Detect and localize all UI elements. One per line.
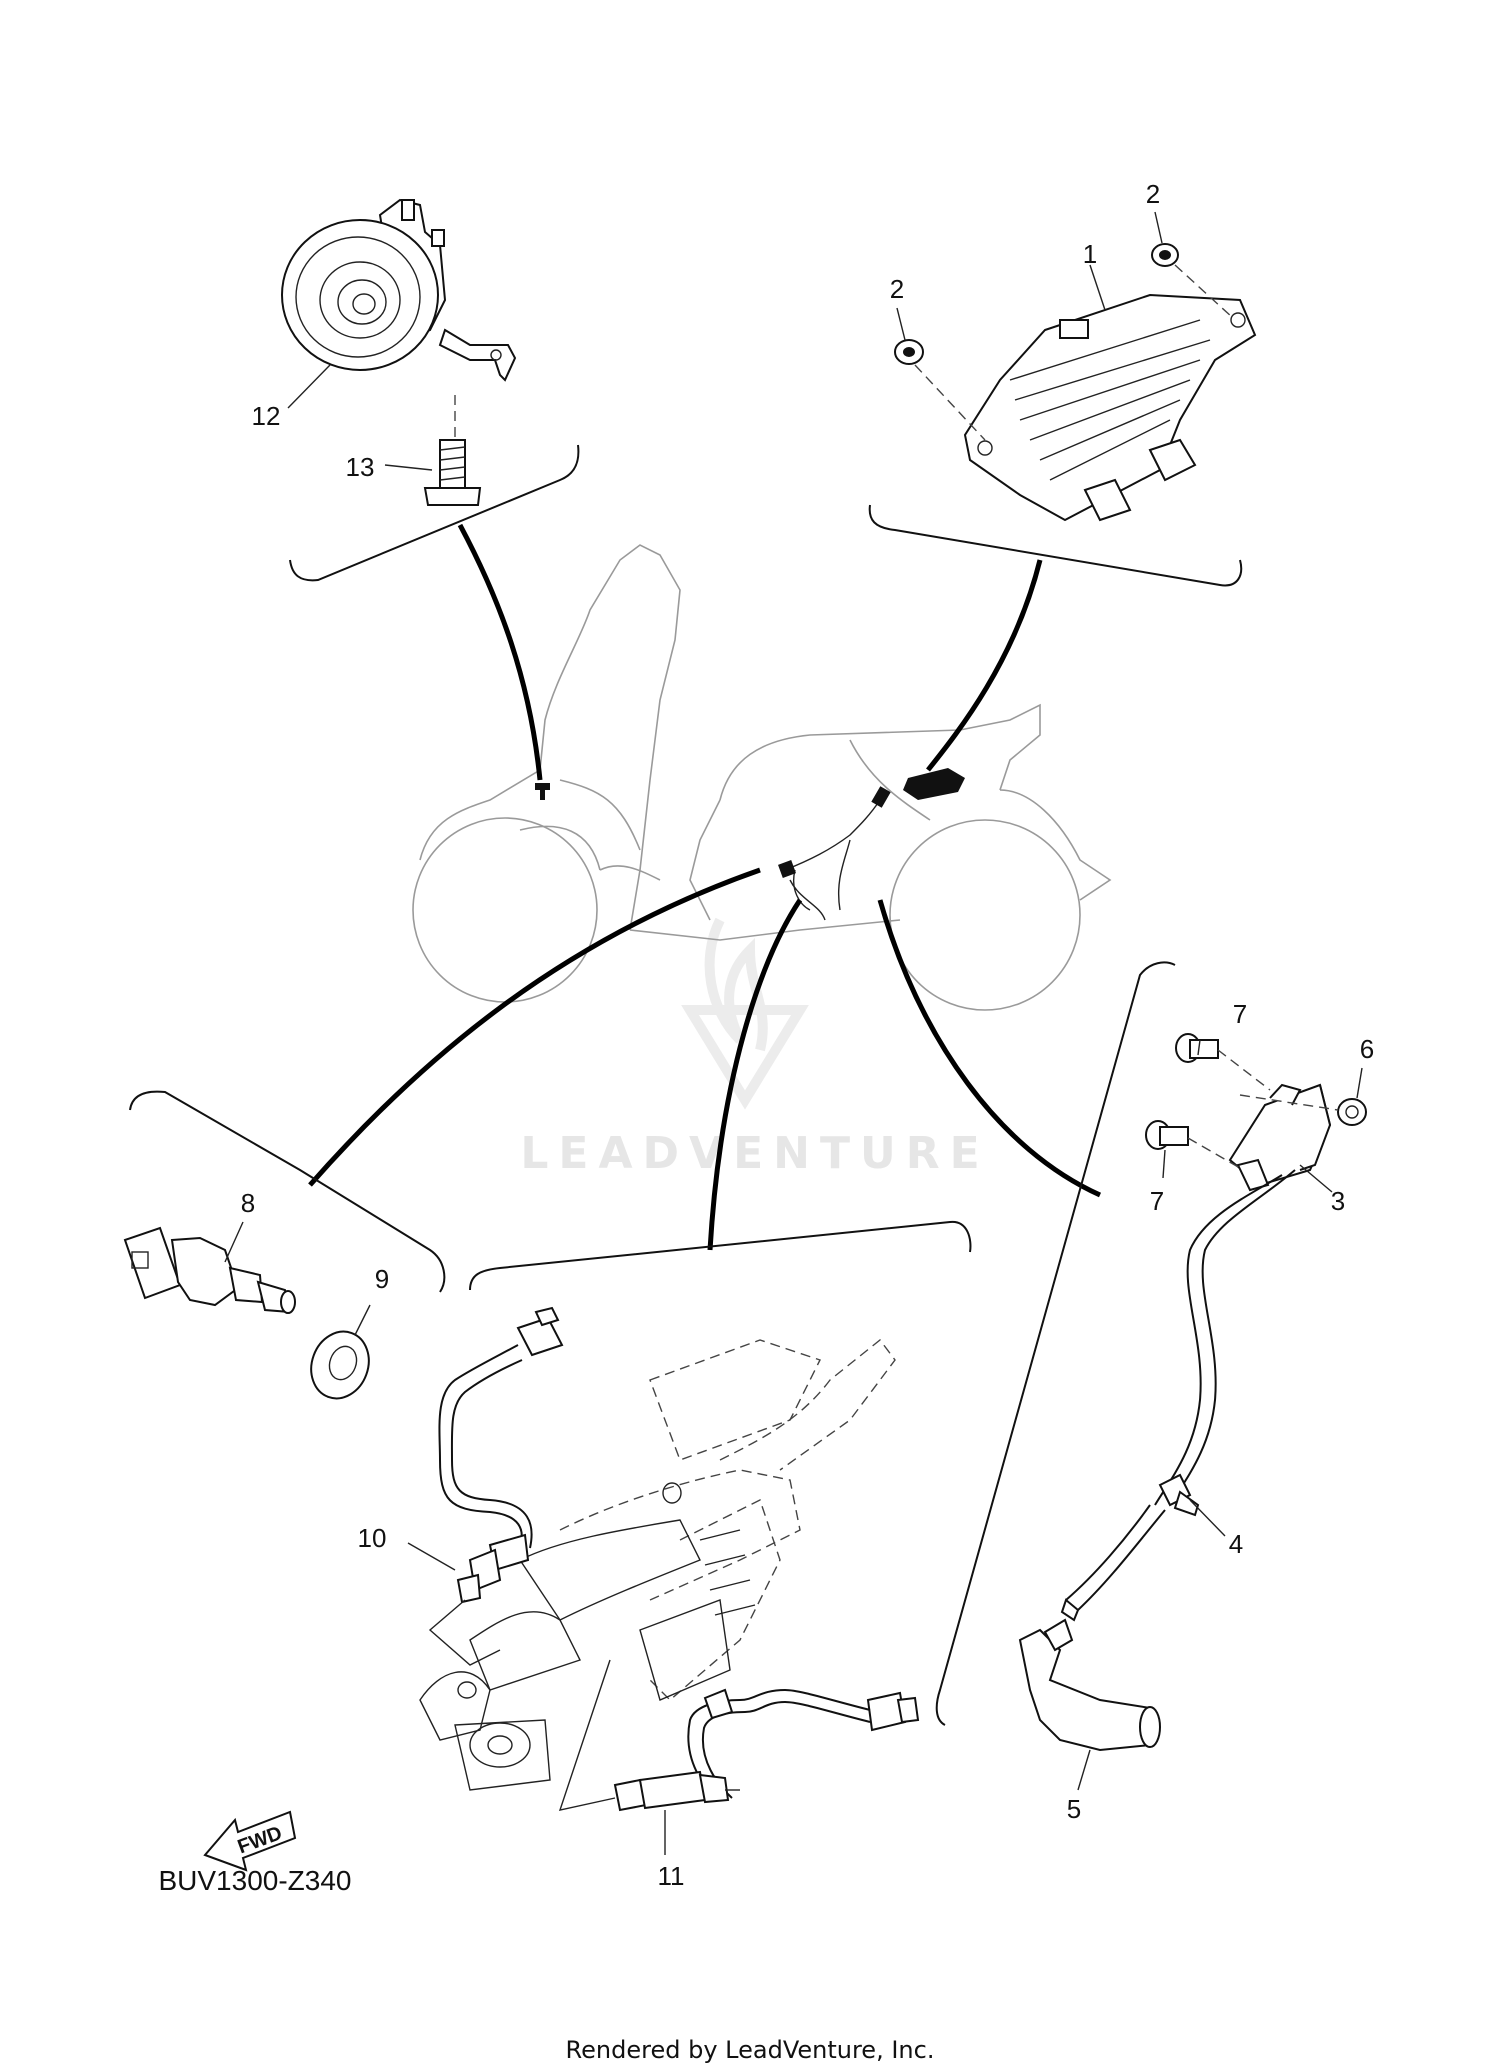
bolt-13-part — [423, 395, 482, 506]
wire-harness — [535, 768, 965, 921]
washer-6-part — [1239, 1094, 1367, 1126]
nut-2b-part — [1151, 243, 1234, 319]
callout-12: 12 — [252, 401, 281, 431]
watermark-text: LEADVENTURE — [520, 1128, 989, 1179]
callout-3: 3 — [1331, 1186, 1345, 1216]
callout-7b: 7 — [1150, 1186, 1164, 1216]
group-brackets — [129, 444, 1243, 1726]
callout-8: 8 — [241, 1188, 255, 1218]
rectifier-location-marker — [903, 768, 965, 800]
callout-2b: 2 — [1146, 179, 1160, 209]
callout-4: 4 — [1229, 1529, 1243, 1559]
rectifier-regulator-part — [963, 293, 1257, 522]
clamp-4-part — [1158, 1473, 1200, 1517]
callout-7a: 7 — [1233, 999, 1247, 1029]
nut-2a-part — [894, 339, 986, 441]
callout-numbers: 1 2 2 3 4 5 6 7 7 8 9 10 11 12 13 — [241, 179, 1374, 1891]
horn-location-marker — [535, 783, 550, 800]
ignition-coil-part — [1154, 1083, 1332, 1506]
callout-13: 13 — [346, 452, 375, 482]
leader-lines — [308, 523, 1102, 1251]
render-credit: Rendered by LeadVenture, Inc. — [566, 2036, 935, 2064]
o2-sensor-10-part — [428, 1306, 564, 1666]
ignition-lead-part — [1060, 1504, 1166, 1622]
callout-5: 5 — [1067, 1794, 1081, 1824]
plug-cap-5-part — [1018, 1618, 1161, 1752]
screw-7a-part — [1175, 1033, 1271, 1091]
exhaust-frame-ghost — [419, 1339, 896, 1791]
watermark-logo — [681, 917, 809, 1110]
horn-part — [281, 198, 517, 382]
callout-leaders — [224, 211, 1363, 1855]
forward-arrow-icon: FWD — [203, 1810, 297, 1872]
callout-2a: 2 — [890, 274, 904, 304]
screw-7b-part — [1145, 1120, 1241, 1169]
callout-9: 9 — [375, 1264, 389, 1294]
temperature-sensor-8-part — [123, 1226, 296, 1314]
o2-sensor-11-part — [558, 1659, 920, 1812]
vehicle-silhouette — [412, 544, 1112, 1011]
diagram-code: BUV1300-Z340 — [158, 1865, 351, 1896]
callout-6: 6 — [1360, 1034, 1374, 1064]
callout-1: 1 — [1083, 239, 1097, 269]
callout-10: 10 — [358, 1523, 387, 1553]
washer-9-part — [310, 1330, 370, 1400]
fwd-label: FWD — [235, 1822, 285, 1858]
callout-11: 11 — [658, 1861, 685, 1891]
